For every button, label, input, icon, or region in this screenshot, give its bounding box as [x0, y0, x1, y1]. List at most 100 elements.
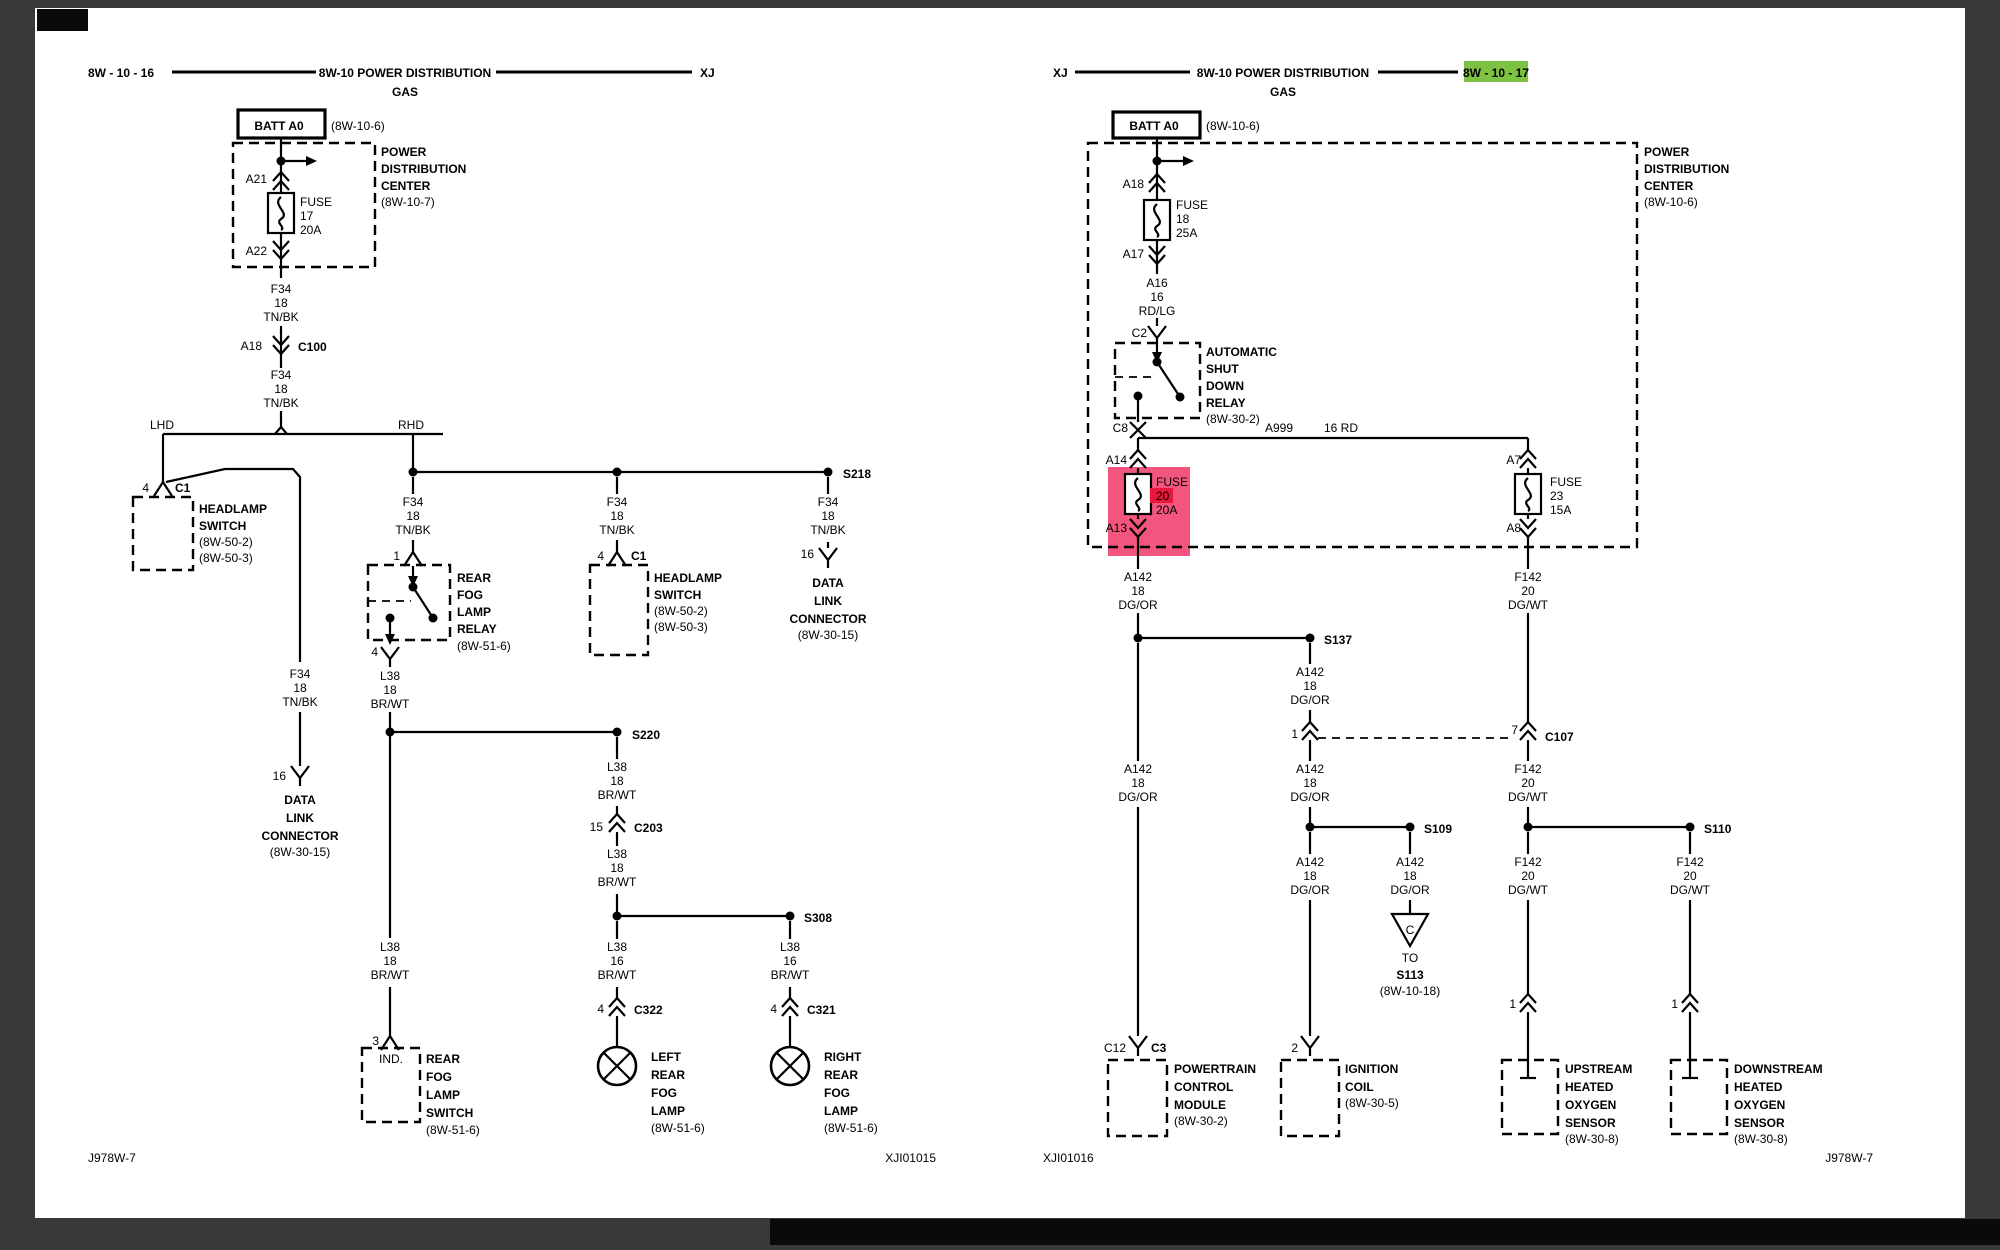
label-18: 18: [1303, 776, 1317, 790]
label-18: 18: [610, 861, 624, 875]
label-4: 4: [597, 1002, 604, 1016]
label-br-wt: BR/WT: [771, 968, 810, 982]
label-distribution: DISTRIBUTION: [1644, 162, 1729, 176]
label-link: LINK: [286, 811, 314, 825]
label-rear: REAR: [651, 1068, 685, 1082]
label-18: 18: [1303, 679, 1317, 693]
batt-a0-box-left: [236, 108, 327, 140]
label-l38: L38: [607, 940, 627, 954]
label-8w-51-6: (8W-51-6): [457, 639, 511, 653]
label-br-wt: BR/WT: [598, 788, 637, 802]
splice-s308: S308: [804, 911, 832, 925]
label-f34: F34: [271, 282, 292, 296]
label-a13: A13: [1106, 521, 1128, 535]
label-l38: L38: [607, 847, 627, 861]
label-c12: C12: [1104, 1041, 1126, 1055]
label-br-wt: BR/WT: [371, 968, 410, 982]
connector-c3: C3: [1151, 1041, 1167, 1055]
label-17: 17: [300, 209, 314, 223]
label-dg-or: DG/OR: [1290, 790, 1330, 804]
label-link: LINK: [814, 594, 842, 608]
splice-s109-dot: [1405, 822, 1415, 832]
label-fog: FOG: [457, 588, 483, 602]
label-fog: FOG: [651, 1086, 677, 1100]
label-18: 18: [1131, 584, 1145, 598]
label-a8: A8: [1506, 521, 1521, 535]
label-headlamp: HEADLAMP: [654, 571, 722, 585]
label-l38: L38: [380, 669, 400, 683]
label-8w-10-6: (8W-10-6): [331, 119, 385, 133]
label-tn-bk: TN/BK: [263, 310, 298, 324]
splice-s308-dot: [785, 911, 795, 921]
label-center: CENTER: [1644, 179, 1694, 193]
label-dg-or: DG/OR: [1290, 693, 1330, 707]
rear-fog-lamp-relay: [366, 563, 452, 645]
label-18: 18: [610, 774, 624, 788]
label-f34: F34: [607, 495, 628, 509]
label-shut: SHUT: [1206, 362, 1239, 376]
label-18: 18: [610, 509, 624, 523]
label-relay: RELAY: [457, 622, 497, 636]
label-16: 16: [783, 954, 797, 968]
label-16-rd: 16 RD: [1324, 421, 1358, 435]
label-oxygen: OXYGEN: [1734, 1098, 1785, 1112]
label-f34: F34: [403, 495, 424, 509]
label-20a: 20A: [300, 223, 321, 237]
label-control: CONTROL: [1174, 1080, 1233, 1094]
right-title: 8W-10 POWER DISTRIBUTION: [1197, 66, 1369, 80]
splice-s220: S220: [632, 728, 660, 742]
label-16: 16: [801, 547, 815, 561]
label-1: 1: [393, 549, 400, 563]
label-fuse: FUSE: [1550, 475, 1582, 489]
label-tn-bk: TN/BK: [282, 695, 317, 709]
label-fuse: FUSE: [1156, 475, 1188, 489]
top-left-black-block: [37, 9, 88, 31]
label-heated: HEATED: [1565, 1080, 1614, 1094]
label-lamp: LAMP: [426, 1088, 460, 1102]
label-lamp: LAMP: [457, 605, 491, 619]
label-f142: F142: [1514, 570, 1542, 584]
label-rear: REAR: [824, 1068, 858, 1082]
label-8w-30-2: (8W-30-2): [1174, 1114, 1228, 1128]
label-4: 4: [371, 645, 378, 659]
label-4: 4: [597, 549, 604, 563]
label-18: 18: [1403, 869, 1417, 883]
label-f34: F34: [290, 667, 311, 681]
label-18: 18: [293, 681, 307, 695]
label-f34: F34: [271, 368, 292, 382]
label-br-wt: BR/WT: [598, 968, 637, 982]
label-a18: A18: [241, 339, 263, 353]
label-l38: L38: [607, 760, 627, 774]
label-18: 18: [1131, 776, 1145, 790]
label-module: MODULE: [1174, 1098, 1226, 1112]
splice-s110: S110: [1704, 822, 1732, 836]
fuse-23-symbol: [1513, 472, 1543, 516]
label-f142: F142: [1676, 855, 1704, 869]
right-page-ref: 8W - 10 - 17: [1463, 66, 1529, 80]
highlight-fuse20-number-red: [1150, 488, 1173, 503]
left-footer-code: J978W-7: [88, 1151, 136, 1165]
label-a18: A18: [1123, 177, 1145, 191]
label-8w-50-3: (8W-50-3): [199, 551, 253, 565]
label-switch: SWITCH: [199, 519, 246, 533]
label-8w-50-2: (8W-50-2): [654, 604, 708, 618]
label-18: 18: [821, 509, 835, 523]
label-heated: HEATED: [1734, 1080, 1783, 1094]
label-8w-10-7: (8W-10-7): [381, 195, 435, 209]
label-data: DATA: [812, 576, 844, 590]
label-dg-or: DG/OR: [1290, 883, 1330, 897]
label-4: 4: [142, 481, 149, 495]
batt-a0-right: BATT A0: [1129, 119, 1179, 133]
label-a16: A16: [1146, 276, 1168, 290]
connector-c1-rhd: C1: [631, 549, 647, 563]
label-coil: COIL: [1345, 1080, 1374, 1094]
label-right: RIGHT: [824, 1050, 862, 1064]
label-fuse: FUSE: [300, 195, 332, 209]
label-dg-wt: DG/WT: [1508, 790, 1549, 804]
right-footer-id: XJI01016: [1043, 1151, 1094, 1165]
left-subtitle: GAS: [392, 85, 418, 99]
label-a142: A142: [1296, 665, 1324, 679]
label-20a: 20A: [1156, 503, 1177, 517]
